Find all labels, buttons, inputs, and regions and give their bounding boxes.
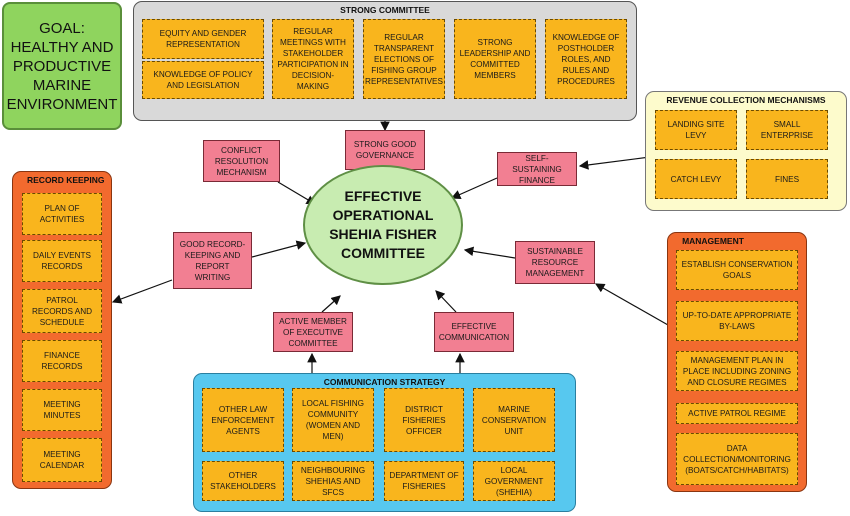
- strong-item: REGULAR MEETINGS WITH STAKEHOLDER PARTIC…: [272, 19, 354, 99]
- communication-item: OTHER STAKEHOLDERS: [202, 461, 284, 501]
- revenue-item: CATCH LEVY: [655, 159, 737, 199]
- record-item: MEETING CALENDAR: [22, 438, 102, 482]
- strong-item: EQUITY AND GENDER REPRESENTATION: [142, 19, 264, 59]
- revenue-title: REVENUE COLLECTION MECHANISMS: [666, 95, 826, 105]
- communication-item: DISTRICT FISHERIES OFFICER: [384, 388, 464, 452]
- strong-item: KNOWLEDGE OF POLICY AND LEGISLATION: [142, 61, 264, 99]
- revenue-item: LANDING SITE LEVY: [655, 110, 737, 150]
- management-item: ESTABLISH CONSERVATION GOALS: [676, 250, 798, 290]
- communication-item: MARINE CONSERVATION UNIT: [473, 388, 555, 452]
- record-item: FINANCE RECORDS: [22, 340, 102, 382]
- link-sustainable-resource: SUSTAINABLE RESOURCE MANAGEMENT: [515, 241, 595, 284]
- revenue-item: FINES: [746, 159, 828, 199]
- management-title: MANAGEMENT: [682, 236, 744, 246]
- communication-item: LOCAL GOVERNMENT (SHEHIA): [473, 461, 555, 501]
- arrow-revenue: [578, 156, 651, 170]
- record-item: DAILY EVENTS RECORDS: [22, 240, 102, 282]
- communication-item: OTHER LAW ENFORCEMENT AGENTS: [202, 388, 284, 452]
- communication-item: LOCAL FISHING COMMUNITY (WOMEN AND MEN): [292, 388, 374, 452]
- management-item: UP-TO-DATE APPROPRIATE BY-LAWS: [676, 301, 798, 341]
- management-item: MANAGEMENT PLAN IN PLACE INCLUDING ZONIN…: [676, 351, 798, 391]
- communication-item: DEPARTMENT OF FISHERIES: [384, 461, 464, 501]
- link-self-sustaining-finance: SELF-SUSTAINING FINANCE: [497, 152, 577, 186]
- center-text: EFFECTIVE OPERATIONAL SHEHIA FISHER COMM…: [329, 188, 437, 261]
- link-effective-communication: EFFECTIVE COMMUNICATION: [434, 312, 514, 352]
- strong-item: STRONG LEADERSHIP AND COMMITTED MEMBERS: [454, 19, 536, 99]
- arrow-finance: [450, 177, 498, 199]
- communication-title: COMMUNICATION STRATEGY: [323, 377, 446, 387]
- link-conflict-resolution: CONFLICT RESOLUTION MECHANISM: [203, 140, 280, 182]
- link-record-keeping: GOOD RECORD-KEEPING AND REPORT WRITING: [173, 232, 252, 289]
- management-item: ACTIVE PATROL REGIME: [676, 403, 798, 424]
- strong-item: KNOWLEDGE OF POSTHOLDER ROLES, AND RULES…: [545, 19, 627, 99]
- goal-box: GOAL: HEALTHY AND PRODUCTIVE MARINE ENVI…: [2, 2, 122, 130]
- link-strong-governance: STRONG GOOD GOVERNANCE: [345, 130, 425, 170]
- record-keeping-title: RECORD KEEPING: [27, 175, 105, 185]
- strong-committee-title: STRONG COMMITTEE: [340, 5, 430, 15]
- arrow-management: [594, 283, 669, 326]
- goal-text: GOAL: HEALTHY AND PRODUCTIVE MARINE ENVI…: [6, 19, 118, 113]
- record-item: MEETING MINUTES: [22, 389, 102, 431]
- record-item: PLAN OF ACTIVITIES: [22, 193, 102, 235]
- link-active-member: ACTIVE MEMBER OF EXECUTIVE COMMITTEE: [273, 312, 353, 352]
- management-item: DATA COLLECTION/MONITORING (BOATS/CATCH/…: [676, 433, 798, 485]
- revenue-item: SMALL ENTERPRISE: [746, 110, 828, 150]
- strong-item: REGULAR TRANSPARENT ELECTIONS OF FISHING…: [363, 19, 445, 99]
- record-item: PATROL RECORDS AND SCHEDULE: [22, 289, 102, 333]
- communication-item: NEIGHBOURING SHEHIAS AND SFCS: [292, 461, 374, 501]
- arrow-record-keeping: [111, 279, 173, 304]
- arrow-record: [251, 240, 307, 258]
- center-ellipse: EFFECTIVE OPERATIONAL SHEHIA FISHER COMM…: [303, 165, 463, 285]
- arrow-resource: [463, 246, 516, 259]
- arrow-communication: [435, 290, 457, 313]
- arrow-active-member: [321, 295, 341, 313]
